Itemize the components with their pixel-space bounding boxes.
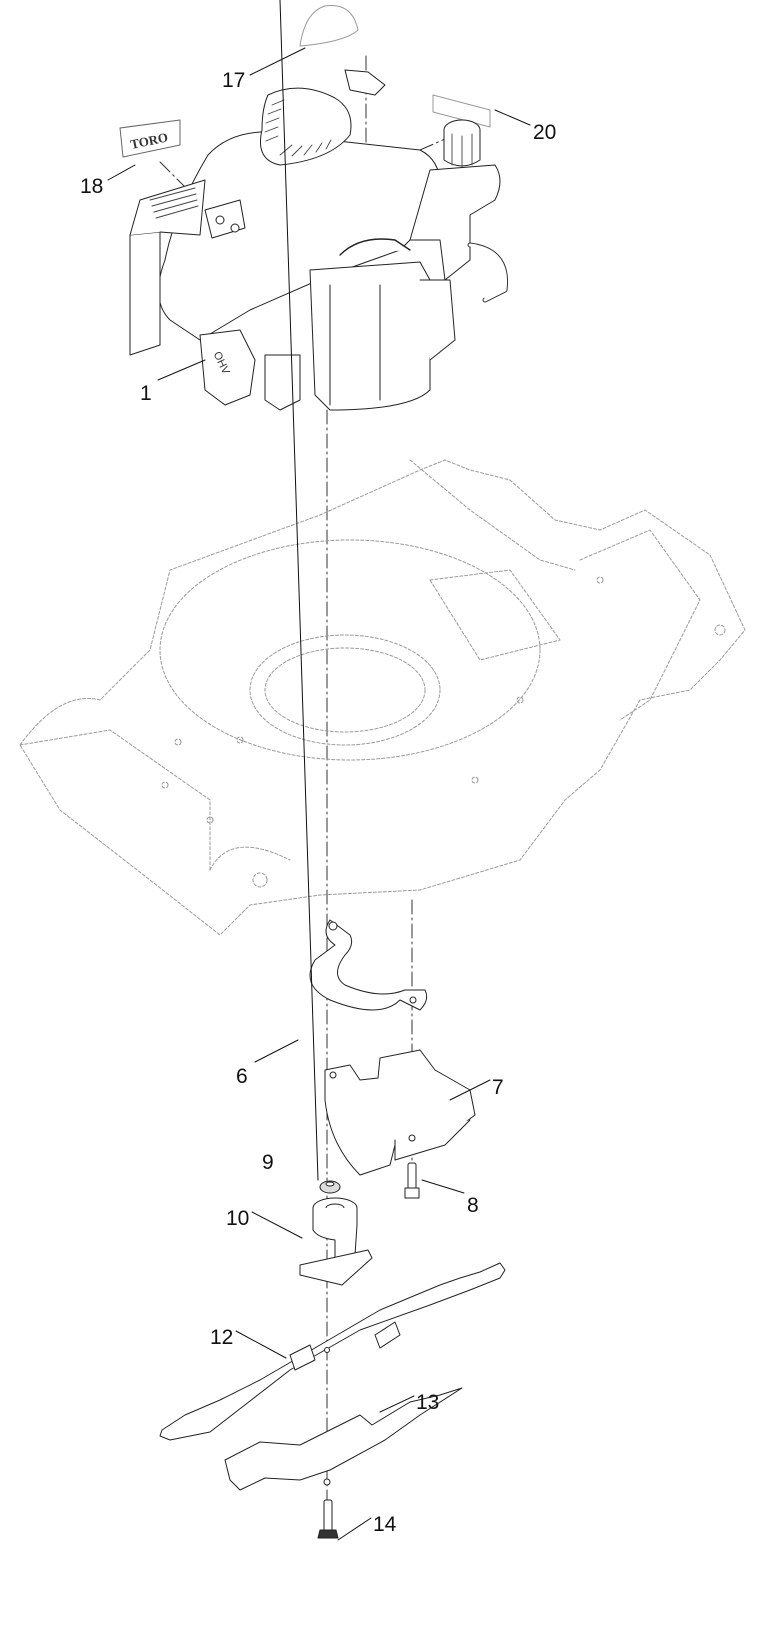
callout-12: 12 (210, 1326, 234, 1349)
part-17-cover-cap (299, 5, 359, 47)
part-14-blade-bolt (317, 1499, 339, 1539)
part-18-toro-decal: TORO (119, 119, 181, 158)
callout-7: 7 (492, 1076, 504, 1099)
callout-17: 17 (222, 69, 246, 92)
callout-10: 10 (226, 1207, 250, 1230)
part-8-bolt (404, 1162, 420, 1199)
mower-deck-ghost (19, 459, 746, 936)
part-13-blade (224, 1387, 463, 1491)
part-1-engine: OHV (129, 69, 509, 411)
callout-leader-lines (107, 0, 531, 1541)
part-12-blade (159, 1262, 506, 1441)
part-10-blade-adapter (299, 1197, 373, 1286)
part-7-shield (324, 1049, 476, 1176)
callout-6: 6 (236, 1065, 248, 1088)
callout-8: 8 (467, 1194, 479, 1217)
callout-9: 9 (262, 1151, 274, 1174)
callout-18: 18 (80, 175, 104, 198)
callout-20: 20 (533, 121, 557, 144)
callout-14: 14 (373, 1513, 397, 1536)
callout-13: 13 (416, 1391, 440, 1414)
part-9-washer (319, 1180, 341, 1194)
callout-1: 1 (140, 382, 152, 405)
part-20-decal (432, 94, 491, 128)
part-6-bracket (309, 919, 428, 1011)
